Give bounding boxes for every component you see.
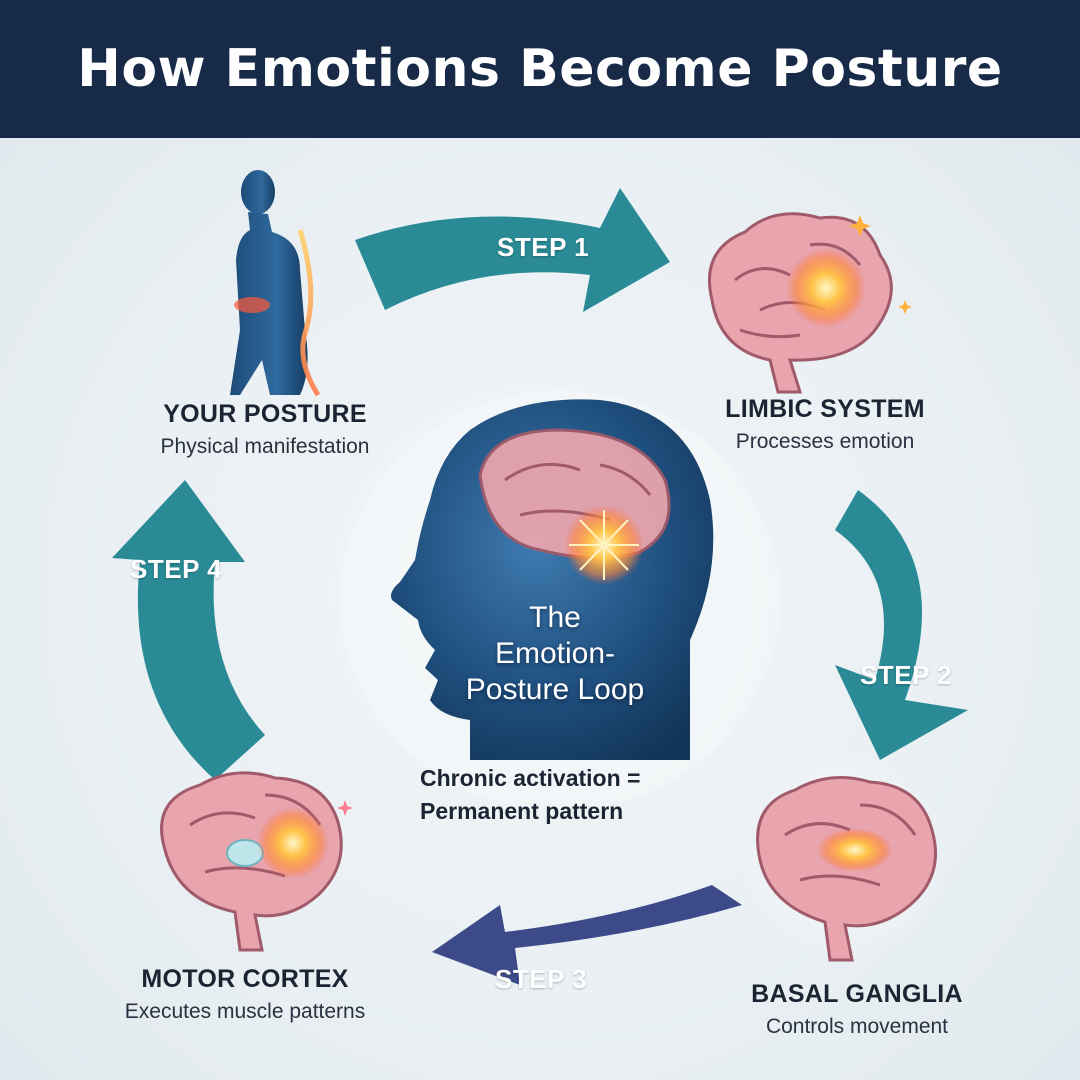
node-basal-name: BASAL GANGLIA (722, 980, 992, 1009)
step4-label: STEP 4 (130, 554, 222, 585)
center-title-line3: Posture Loop (440, 672, 670, 708)
node-limbic-name: LIMBIC SYSTEM (690, 395, 960, 424)
step2-arrow (835, 490, 968, 760)
posture-figure-icon (230, 170, 318, 395)
node-limbic: LIMBIC SYSTEM Processes emotion (690, 395, 960, 454)
node-posture-name: YOUR POSTURE (130, 400, 400, 429)
center-title-line2: Emotion- (440, 636, 670, 672)
node-posture: YOUR POSTURE Physical manifestation (130, 400, 400, 459)
step1-label: STEP 1 (497, 232, 589, 263)
node-motor-name: MOTOR CORTEX (100, 965, 390, 994)
step3-label: STEP 3 (495, 964, 587, 995)
node-basal-desc: Controls movement (722, 1015, 992, 1039)
node-motor: MOTOR CORTEX Executes muscle patterns (100, 965, 390, 1024)
limbic-brain-icon (709, 214, 912, 392)
center-title-line1: The (440, 600, 670, 636)
note-line1: Chronic activation = (420, 762, 690, 795)
step2-label: STEP 2 (860, 660, 952, 691)
motor-cortex-brain-icon (162, 773, 353, 950)
note-line2: Permanent pattern (420, 795, 690, 828)
node-limbic-desc: Processes emotion (690, 430, 960, 454)
node-posture-desc: Physical manifestation (130, 435, 400, 459)
node-basal: BASAL GANGLIA Controls movement (722, 980, 992, 1039)
node-motor-desc: Executes muscle patterns (100, 1000, 390, 1024)
center-loop-title: The Emotion- Posture Loop (440, 600, 670, 708)
basal-ganglia-brain-icon (740, 750, 950, 960)
step4-arrow (112, 480, 265, 780)
chronic-activation-note: Chronic activation = Permanent pattern (420, 762, 690, 828)
